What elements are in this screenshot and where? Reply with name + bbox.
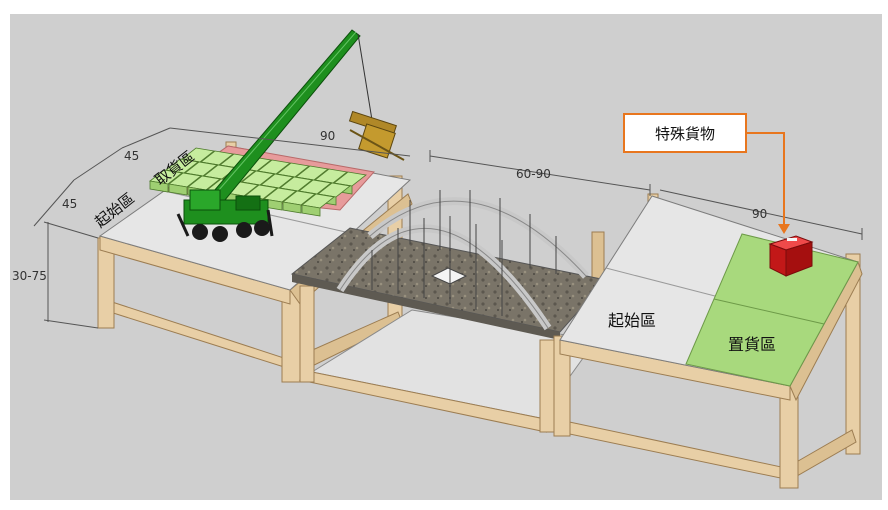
cargo-block-side bbox=[149, 180, 169, 193]
callout-label: 特殊貨物 bbox=[655, 125, 715, 143]
place-zone bbox=[685, 233, 859, 387]
cargo-block-side bbox=[301, 204, 321, 217]
start-zone-right-label: 起始區 bbox=[608, 311, 656, 330]
right-table bbox=[553, 193, 863, 489]
crane bbox=[176, 29, 405, 242]
special-cargo-callout: 特殊貨物 bbox=[623, 113, 790, 234]
dim-depth-bottom: 45 bbox=[62, 197, 77, 211]
cargo-block-side bbox=[168, 183, 188, 196]
special-cargo-box bbox=[768, 235, 814, 277]
dim-height-range: 30-75 bbox=[12, 269, 47, 283]
cargo-block-side bbox=[282, 201, 302, 214]
dim-width-left: 90 bbox=[320, 129, 335, 143]
dim-gap-range: 60-90 bbox=[516, 167, 551, 181]
dim-width-right: 90 bbox=[752, 207, 767, 221]
place-zone-label: 置貨區 bbox=[728, 335, 776, 354]
dim-depth-top: 45 bbox=[124, 149, 139, 163]
crane-hook bbox=[348, 110, 405, 161]
dimension-lines bbox=[33, 127, 863, 329]
